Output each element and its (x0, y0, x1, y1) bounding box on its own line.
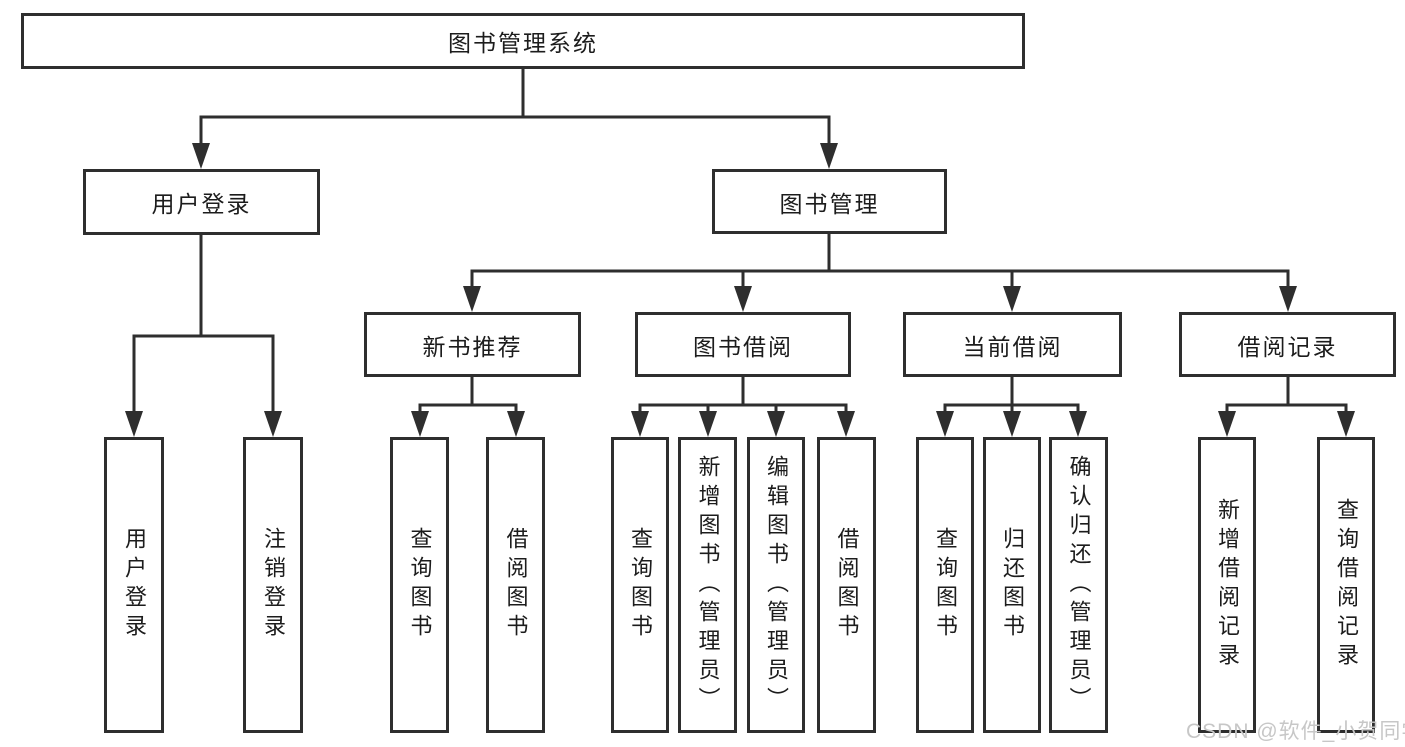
node-leaf-add-book-admin: 新增图书（管理员） (678, 437, 737, 733)
node-borrow-records: 借阅记录 (1179, 312, 1396, 377)
node-leaf-edit-book-admin: 编辑图书（管理员） (747, 437, 805, 733)
node-leaf-logout: 注销登录 (243, 437, 303, 733)
node-label: 借阅图书 (503, 527, 529, 643)
node-leaf-query-book-recommend: 查询图书 (390, 437, 449, 733)
node-label: 查询借阅记录 (1334, 498, 1359, 672)
node-label: 确认归还（管理员） (1066, 454, 1092, 716)
node-label: 用户登录 (122, 527, 147, 643)
node-leaf-borrow-book: 借阅图书 (817, 437, 876, 733)
node-leaf-query-borrow-record: 查询借阅记录 (1317, 437, 1375, 733)
node-leaf-query-book-current: 查询图书 (916, 437, 974, 733)
node-label: 图书管理 (779, 190, 880, 217)
node-label: 新增图书（管理员） (695, 454, 721, 716)
node-label: 借阅图书 (834, 527, 860, 643)
node-label: 用户登录 (151, 191, 252, 217)
node-book-borrow: 图书借阅 (635, 312, 851, 377)
node-library-management-system: 图书管理系统 (21, 13, 1025, 69)
node-label: 图书借阅 (693, 333, 793, 360)
node-leaf-query-book-borrow: 查询图书 (611, 437, 669, 733)
node-leaf-confirm-return-admin: 确认归还（管理员） (1049, 437, 1108, 733)
node-label: 编辑图书（管理员） (764, 454, 789, 716)
node-current-borrow: 当前借阅 (903, 312, 1122, 377)
node-label: 注销登录 (261, 527, 286, 643)
node-book-management: 图书管理 (712, 169, 947, 234)
node-new-book-recommend: 新书推荐 (364, 312, 581, 377)
node-label: 借阅记录 (1237, 333, 1338, 360)
node-label: 新书推荐 (422, 333, 523, 360)
node-user-login: 用户登录 (83, 169, 320, 235)
node-label: 查询图书 (628, 527, 653, 643)
node-label: 新增借阅记录 (1215, 498, 1240, 672)
node-leaf-return-book: 归还图书 (983, 437, 1041, 733)
node-leaf-add-borrow-record: 新增借阅记录 (1198, 437, 1256, 733)
node-label: 图书管理系统 (448, 30, 598, 56)
node-label: 当前借阅 (962, 333, 1063, 360)
node-label: 查询图书 (407, 527, 433, 643)
node-label: 归还图书 (1000, 527, 1025, 643)
node-label: 查询图书 (933, 527, 958, 643)
arrowhead-group (125, 143, 1355, 437)
node-leaf-user-login: 用户登录 (104, 437, 164, 733)
node-leaf-borrow-book-recommend: 借阅图书 (486, 437, 545, 733)
